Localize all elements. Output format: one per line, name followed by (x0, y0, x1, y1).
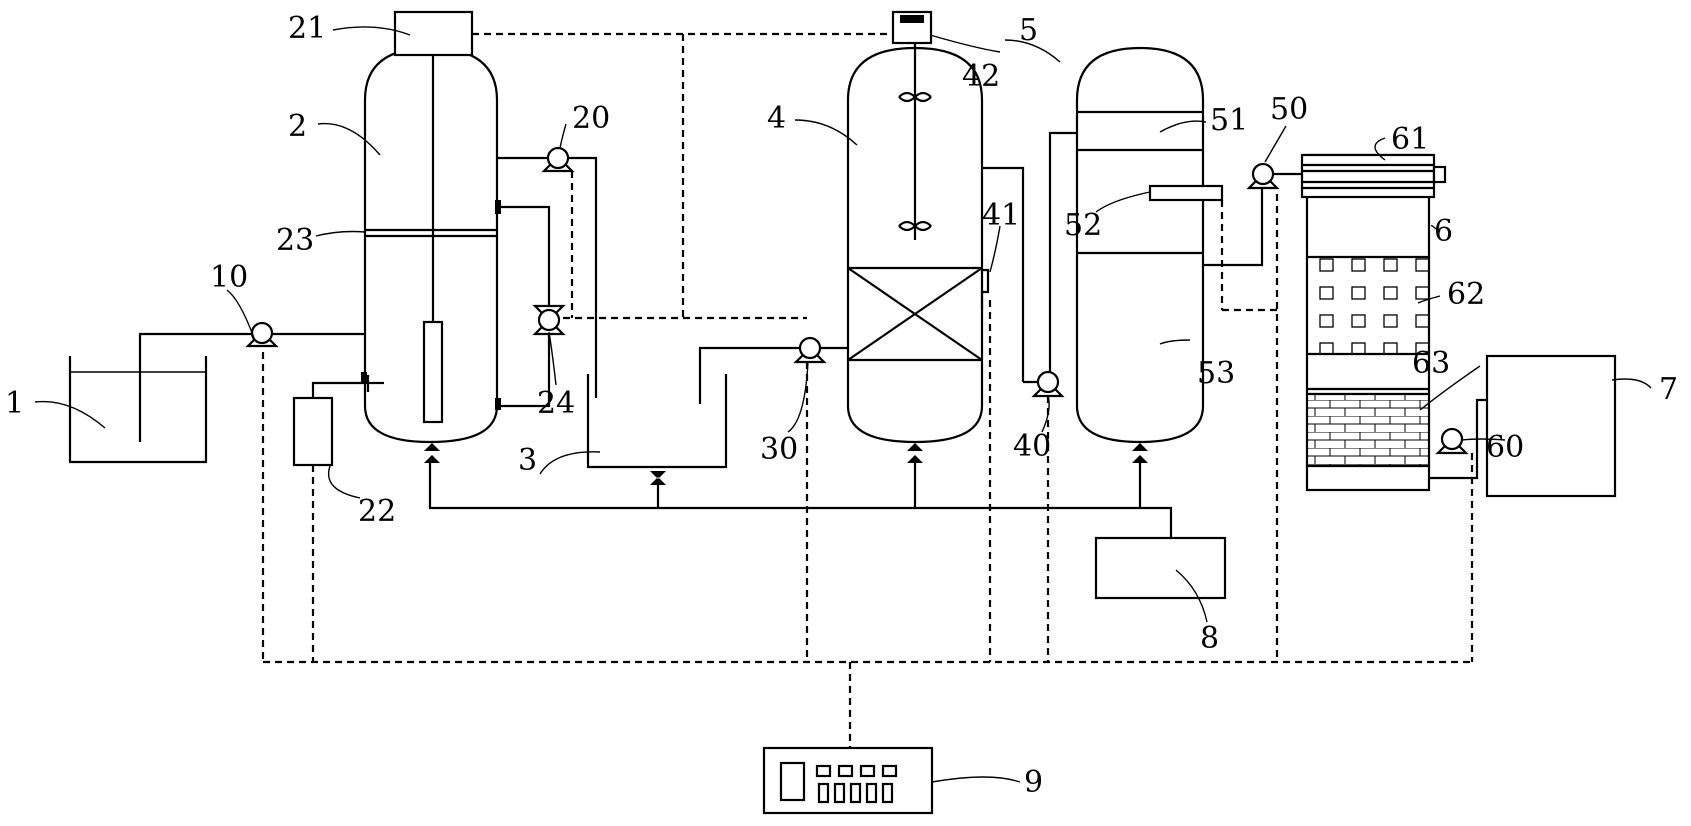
label-5: 5 (1019, 13, 1038, 48)
outlet-tank-7 (1485, 354, 1617, 498)
reactor-2 (361, 10, 501, 463)
filter-6 (1300, 153, 1447, 492)
label-1: 1 (5, 386, 24, 421)
pump-40-line (982, 131, 1077, 398)
label-53: 53 (1197, 356, 1235, 391)
label-52: 52 (1064, 208, 1102, 243)
reference-labels: 1 2 3 4 5 6 7 8 9 10 20 21 22 23 24 30 4… (5, 11, 1678, 800)
label-9: 9 (1024, 765, 1043, 800)
tower-5 (1075, 46, 1224, 463)
pump-10-symbol (245, 321, 279, 348)
label-63: 63 (1412, 346, 1450, 381)
dosing-unit-22 (292, 375, 384, 467)
label-10: 10 (210, 260, 248, 295)
label-51: 51 (1210, 103, 1248, 138)
feed-tank-1 (68, 332, 365, 464)
label-42: 42 (962, 59, 1000, 94)
label-41: 41 (982, 198, 1020, 233)
recirculation-loop (497, 205, 566, 408)
label-8: 8 (1200, 621, 1219, 656)
controller-9 (762, 746, 934, 815)
label-3: 3 (518, 443, 537, 478)
label-62: 62 (1447, 277, 1485, 312)
label-61: 61 (1391, 122, 1429, 157)
pump-30-line (698, 336, 848, 364)
pump-20-line (497, 146, 598, 398)
label-2: 2 (288, 109, 307, 144)
label-30: 30 (760, 432, 798, 467)
sludge-tank-8 (1094, 536, 1227, 600)
label-22: 22 (358, 494, 396, 529)
label-24: 24 (537, 386, 575, 421)
label-7: 7 (1659, 372, 1678, 407)
label-4: 4 (767, 101, 786, 136)
control-signal-lines (261, 32, 1474, 748)
leader-lines (34, 26, 1652, 783)
label-6: 6 (1434, 214, 1453, 249)
reactor-4 (846, 10, 990, 463)
label-21: 21 (288, 11, 326, 46)
tank-3 (586, 352, 728, 485)
label-40: 40 (1013, 429, 1051, 464)
label-50: 50 (1270, 92, 1308, 127)
sludge-collection (428, 463, 1227, 600)
label-60: 60 (1486, 430, 1524, 465)
label-23: 23 (276, 223, 314, 258)
label-20: 20 (572, 101, 610, 136)
pump-50-line (1203, 162, 1302, 267)
